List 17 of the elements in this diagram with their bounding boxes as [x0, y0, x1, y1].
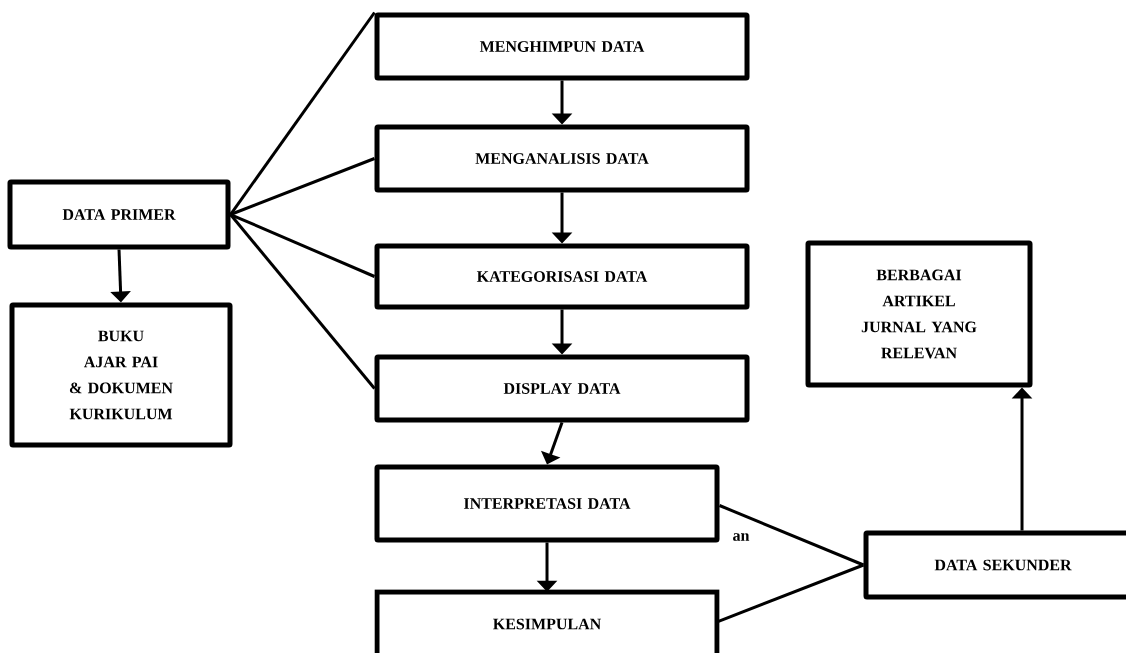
process-box: MENGHIMPUN DATA — [374, 12, 750, 81]
process-box: KESIMPULAN — [374, 589, 720, 653]
connector-line — [229, 157, 376, 216]
text-fragment: an — [733, 533, 750, 541]
process-box: BUKU AJAR PAI & DOKUMEN KURIKULUM — [9, 302, 233, 448]
process-box: DATA SEKUNDER — [863, 530, 1126, 600]
process-box: BERBAGAI ARTIKEL JURNAL YANG RELEVAN — [805, 240, 1033, 388]
process-box: DATA PRIMER — [7, 179, 231, 250]
connector-line — [718, 504, 865, 567]
connector-line — [229, 213, 376, 278]
process-box: MENGANALISIS DATA — [374, 124, 750, 193]
process-box: KATEGORISASI DATA — [374, 243, 750, 310]
connector-line — [229, 11, 376, 216]
process-box: DISPLAY DATA — [374, 354, 750, 423]
connector-line — [229, 213, 376, 390]
connector-line — [716, 563, 865, 624]
process-box: INTERPRETASI DATA — [374, 464, 720, 543]
